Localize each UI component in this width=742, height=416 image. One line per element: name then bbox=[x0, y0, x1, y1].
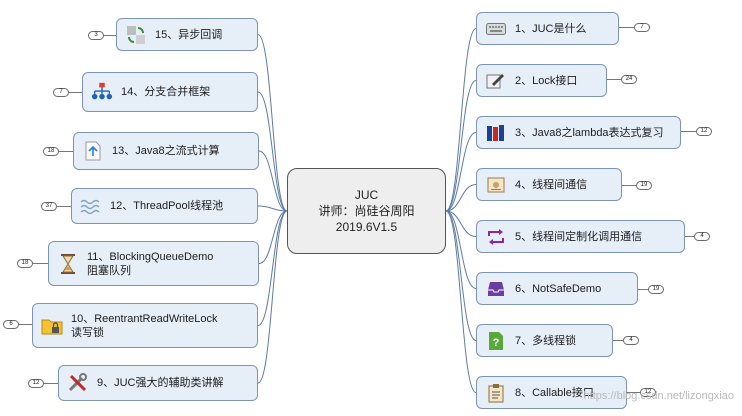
topic-callable[interactable]: 8、Callable接口 bbox=[476, 376, 627, 409]
connector-line bbox=[445, 210, 477, 341]
topic-custom-call[interactable]: 5、线程间定制化调用通信 bbox=[476, 220, 685, 253]
topic-java8-stream[interactable]: 13、Java8之流式计算 bbox=[73, 132, 259, 170]
topic-label: 6、NotSafeDemo bbox=[515, 282, 602, 295]
topic-label: 7、多线程锁 bbox=[515, 334, 577, 347]
connector-line bbox=[257, 34, 288, 212]
connector-line bbox=[257, 210, 288, 326]
count-badge: 7 bbox=[53, 88, 69, 97]
upload-document-icon bbox=[82, 140, 104, 162]
org-chart-icon bbox=[91, 81, 113, 103]
loop-arrows-icon bbox=[485, 226, 507, 248]
count-badge: 12 bbox=[696, 127, 712, 136]
topic-thread-communication[interactable]: 4、线程间通信 bbox=[476, 168, 622, 201]
keyboard-icon bbox=[485, 18, 507, 40]
topic-label: 9、JUC强大的辅助类讲解 bbox=[97, 377, 224, 389]
watermark: https://blog.csdn.net/lizongxiao bbox=[583, 390, 734, 402]
connector-line bbox=[445, 80, 477, 212]
connector-line bbox=[445, 210, 477, 393]
connector-line bbox=[445, 210, 477, 237]
topic-multithread-lock[interactable]: ? 7、多线程锁 bbox=[476, 324, 613, 357]
count-badge: 19 bbox=[648, 285, 664, 294]
connector-line bbox=[258, 150, 288, 212]
count-badge: 12 bbox=[640, 388, 656, 397]
topic-threadpool[interactable]: 12、ThreadPool线程池 bbox=[71, 188, 258, 224]
topic-label: 14、分支合并框架 bbox=[121, 86, 211, 98]
central-topic[interactable]: JUC 讲师：尚硅谷周阳 2019.6V1.5 bbox=[287, 168, 446, 254]
central-topic-version: 2019.6V1.5 bbox=[335, 220, 398, 234]
topic-label: 3、Java8之lambda表达式复习 bbox=[515, 126, 664, 139]
topic-label: 12、ThreadPool线程池 bbox=[110, 200, 224, 212]
topic-lock-interface[interactable]: 2、Lock接口 bbox=[476, 64, 607, 97]
count-badge: 18 bbox=[43, 147, 59, 156]
question-document-icon: ? bbox=[485, 330, 507, 352]
central-topic-lecturer: 讲师：尚硅谷周阳 bbox=[318, 204, 415, 218]
count-badge: 6 bbox=[3, 320, 19, 329]
topic-label: 4、线程间通信 bbox=[515, 178, 588, 191]
svg-text:?: ? bbox=[493, 337, 500, 349]
connector-line bbox=[257, 210, 288, 384]
count-badge: 12 bbox=[28, 379, 44, 388]
count-badge: 19 bbox=[636, 181, 652, 190]
topic-label-group: 10、ReentrantReadWriteLock 读写锁 bbox=[71, 312, 218, 340]
topic-label-sub: 读写锁 bbox=[71, 326, 104, 339]
topic-async-callback[interactable]: 15、异步回调 bbox=[116, 18, 258, 51]
connector-line bbox=[445, 28, 477, 212]
waves-icon bbox=[80, 195, 102, 217]
topic-notsafedemo[interactable]: 6、NotSafeDemo bbox=[476, 272, 638, 305]
lock-folder-icon bbox=[41, 315, 63, 337]
count-badge: 7 bbox=[634, 23, 650, 32]
topic-label: 15、异步回调 bbox=[155, 28, 223, 41]
edit-icon bbox=[485, 70, 507, 92]
books-icon bbox=[485, 122, 507, 144]
topic-label: 8、Callable接口 bbox=[515, 386, 594, 399]
topic-juc-what[interactable]: 1、JUC是什么 bbox=[476, 12, 619, 45]
topic-juc-helpers[interactable]: 9、JUC强大的辅助类讲解 bbox=[58, 365, 258, 401]
inbox-icon bbox=[485, 278, 507, 300]
connector-line bbox=[445, 184, 477, 212]
count-badge: 3 bbox=[88, 31, 104, 40]
topic-rw-lock[interactable]: 10、ReentrantReadWriteLock 读写锁 bbox=[32, 303, 258, 348]
topic-label-sub: 阻塞队列 bbox=[87, 264, 131, 277]
topic-blocking-queue[interactable]: 11、BlockingQueueDemo 阻塞队列 bbox=[48, 241, 259, 286]
central-topic-title: JUC bbox=[354, 188, 379, 202]
connector-line bbox=[257, 91, 288, 212]
clipboard-icon bbox=[485, 382, 507, 404]
topic-label: 5、线程间定制化调用通信 bbox=[515, 230, 643, 243]
topic-label-group: 11、BlockingQueueDemo 阻塞队列 bbox=[87, 250, 213, 278]
topic-label: 10、ReentrantReadWriteLock bbox=[71, 312, 218, 325]
topic-java8-lambda[interactable]: 3、Java8之lambda表达式复习 bbox=[476, 116, 681, 149]
topic-label: 1、JUC是什么 bbox=[515, 22, 587, 35]
tools-icon bbox=[67, 372, 89, 394]
topic-fork-join[interactable]: 14、分支合并框架 bbox=[82, 72, 258, 112]
hourglass-icon bbox=[57, 253, 79, 275]
certificate-icon bbox=[485, 174, 507, 196]
connector-line bbox=[445, 132, 477, 212]
count-badge: 18 bbox=[17, 259, 33, 268]
connector-line bbox=[258, 210, 288, 264]
connector-line bbox=[445, 210, 477, 289]
topic-label: 11、BlockingQueueDemo bbox=[87, 250, 214, 263]
connector-line bbox=[257, 205, 288, 212]
count-badge: 4 bbox=[623, 336, 639, 345]
count-badge: 4 bbox=[694, 232, 710, 241]
sync-icon bbox=[125, 24, 147, 46]
topic-label: 13、Java8之流式计算 bbox=[112, 145, 220, 157]
count-badge: 37 bbox=[41, 202, 57, 211]
topic-label: 2、Lock接口 bbox=[515, 74, 578, 87]
count-badge: 24 bbox=[621, 75, 637, 84]
